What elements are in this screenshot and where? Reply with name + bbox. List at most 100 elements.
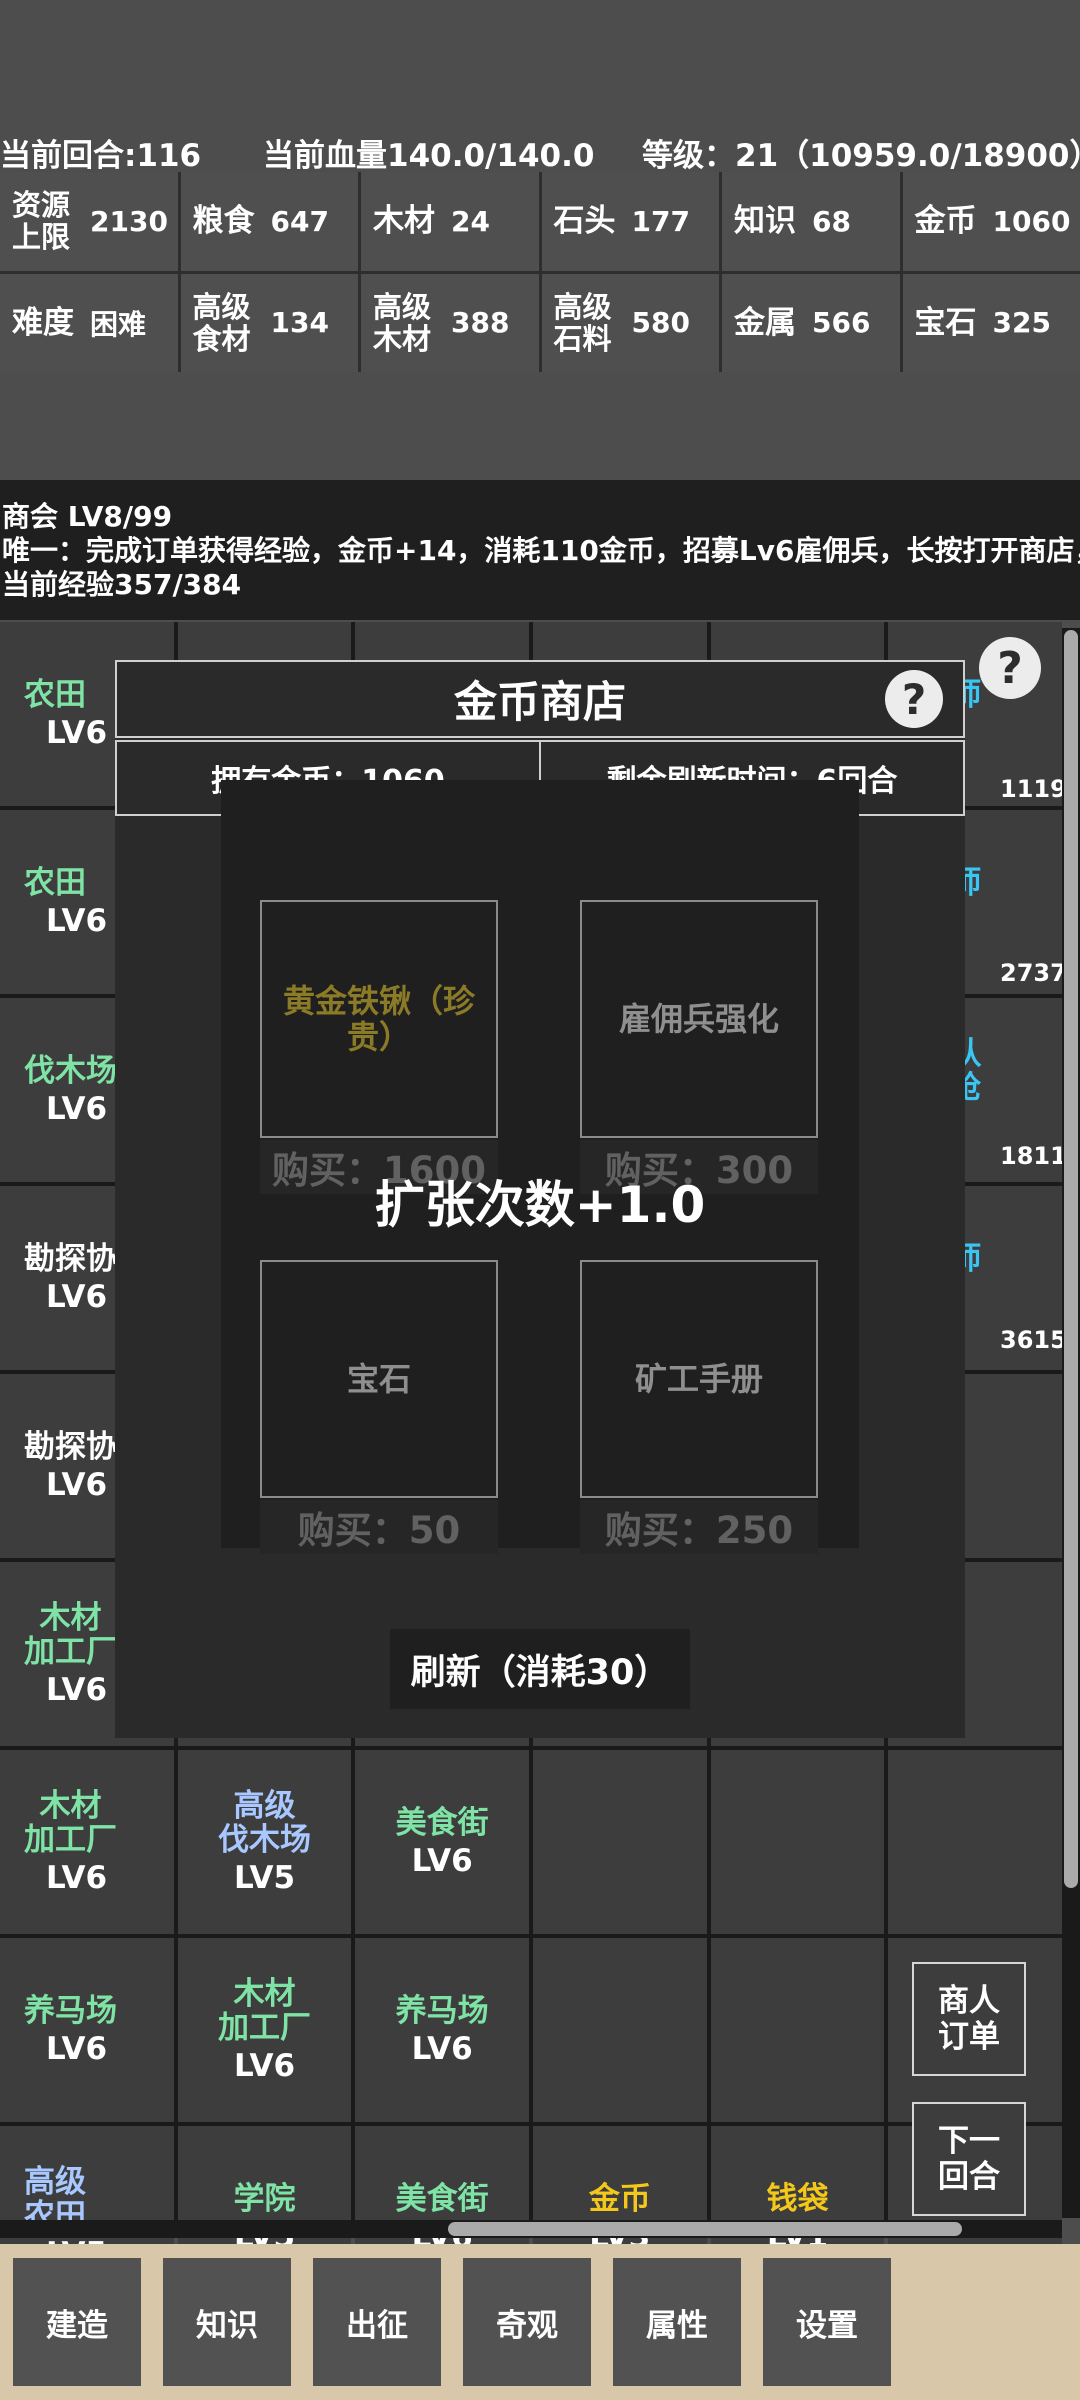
resource-cell: 高级食材 134 — [180, 273, 358, 372]
building-level: LV6 — [46, 1279, 108, 1315]
resource-cell: 高级木材 388 — [361, 273, 539, 372]
resource-value: 388 — [451, 306, 510, 340]
resource-value: 68 — [812, 204, 851, 238]
building-title: 商会 LV8/99 — [2, 500, 173, 533]
building-level: LV6 — [233, 2048, 296, 2084]
building-level: LV6 — [411, 2031, 473, 2067]
nav-build-button[interactable]: 建造 — [13, 2258, 141, 2386]
building-name: 木材 加工厂 — [24, 1600, 117, 1670]
resource-value: 647 — [270, 204, 329, 238]
resource-cell: 金属 566 — [722, 273, 900, 372]
nav-attributes-button[interactable]: 属性 — [613, 2258, 741, 2386]
shop-item-gem[interactable]: 宝石 — [260, 1260, 498, 1498]
building-level: LV6 — [46, 715, 108, 751]
resource-label: 宝石 — [914, 304, 977, 341]
nav-knowledge-button[interactable]: 知识 — [163, 2258, 291, 2386]
building-tile[interactable] — [533, 1750, 707, 1934]
building-tile[interactable] — [710, 1750, 885, 1934]
expansion-toast: 扩张次数+1.0 — [374, 1176, 706, 1234]
building-name: 农田 — [24, 865, 86, 901]
building-exp: 当前经验357/384 — [2, 568, 242, 601]
vertical-scrollbar[interactable] — [1062, 628, 1080, 2218]
building-name: 钱袋 — [766, 2181, 829, 2217]
resource-cell: 高级石料 580 — [541, 273, 719, 372]
building-name: 高级 伐木场 — [217, 1788, 311, 1858]
nav-settings-button[interactable]: 设置 — [763, 2258, 891, 2386]
building-level: LV6 — [46, 1091, 108, 1127]
building-level: LV6 — [411, 1843, 473, 1879]
resource-label: 金属 — [734, 304, 796, 341]
shop-refresh-button[interactable]: 刷新（消耗30） — [390, 1629, 690, 1709]
resource-value: 24 — [451, 204, 490, 238]
shop-item-price[interactable]: 购买：1600 — [260, 1140, 498, 1194]
horizontal-scroll-thumb[interactable] — [448, 2222, 962, 2236]
building-name: 木材 加工厂 — [217, 1976, 311, 2046]
resource-label: 知识 — [734, 203, 796, 240]
resource-cell: 宝石 325 — [902, 273, 1080, 372]
resource-label: 高级木材 — [373, 289, 432, 356]
resource-value: 困难 — [90, 307, 147, 341]
building-level: LV6 — [46, 1672, 108, 1708]
resource-cell: 知识 68 — [722, 172, 900, 271]
building-level: LV6 — [46, 2031, 108, 2067]
building-tile[interactable] — [710, 1938, 885, 2122]
building-name: 美食街 — [395, 2181, 489, 2217]
shop-item-price[interactable]: 购买：50 — [260, 1500, 498, 1554]
next-round-button[interactable]: 下一 回合 — [912, 2102, 1026, 2216]
building-name: 木材 加工厂 — [24, 1788, 117, 1858]
resource-cell: 难度困难 — [0, 273, 178, 372]
vertical-scroll-thumb[interactable] — [1064, 630, 1078, 1888]
nav-expedition-button[interactable]: 出征 — [313, 2258, 441, 2386]
resource-value: 177 — [631, 204, 690, 238]
building-name: 养马场 — [24, 1993, 117, 2029]
resource-value: 1060 — [992, 204, 1071, 238]
board-help-icon[interactable]: ? — [979, 637, 1041, 699]
shop-item-price[interactable]: 购买：250 — [580, 1500, 818, 1554]
building-level: LV6 — [46, 1860, 108, 1896]
resource-label: 粮食 — [192, 203, 255, 240]
building-name: 养马场 — [395, 1993, 489, 2029]
building-name: 伐木场 — [24, 1053, 117, 1089]
building-info-panel: 商会 LV8/99 唯一：完成订单获得经验，金币+14，消耗110金币，招募Lv… — [0, 480, 1080, 620]
shop-item-price[interactable]: 购买：300 — [580, 1140, 818, 1194]
building-level: LV5 — [233, 1860, 296, 1896]
resource-cell: 石头 177 — [541, 172, 719, 271]
resource-label: 高级石料 — [553, 289, 612, 356]
side-number: 3615 — [1000, 1326, 1067, 1354]
round-counter: 当前回合:116 — [0, 138, 202, 174]
resource-value: 580 — [631, 306, 690, 340]
shop-title: 金币商店 — [115, 660, 965, 738]
resource-label: 高级食材 — [192, 289, 251, 356]
resource-cell: 金币 1060 — [902, 172, 1080, 271]
resource-label: 石头 — [553, 203, 616, 240]
shop-help-icon[interactable]: ? — [885, 670, 943, 728]
resource-value: 566 — [812, 306, 871, 340]
resource-value: 325 — [992, 306, 1051, 340]
shop-item-mercenary-upgrade[interactable]: 雇佣兵强化 — [580, 900, 818, 1138]
resource-label: 资源上限 — [12, 188, 71, 255]
resource-cell: 粮食 647 — [180, 172, 358, 271]
horizontal-scrollbar[interactable] — [0, 2220, 1062, 2238]
building-level: LV6 — [46, 903, 108, 939]
building-tile[interactable] — [888, 1750, 1062, 1934]
nav-wonders-button[interactable]: 奇观 — [463, 2258, 591, 2386]
resource-label: 金币 — [914, 203, 977, 240]
status-line: 当前回合:116 当前血量140.0/140.0 等级：21（10959.0/1… — [0, 134, 1080, 178]
shop-item-miner-manual[interactable]: 矿工手册 — [580, 1260, 818, 1498]
building-name: 学院 — [233, 2181, 296, 2217]
merchant-orders-button[interactable]: 商人 订单 — [912, 1962, 1026, 2076]
resource-value: 134 — [270, 306, 329, 340]
building-tile[interactable] — [533, 1938, 707, 2122]
shop-item-golden-shovel[interactable]: 黄金铁锹（珍贵） — [260, 900, 498, 1138]
level-readout: 等级：21（10959.0/18900） — [642, 138, 1080, 174]
building-name: 美食街 — [395, 1805, 489, 1841]
building-level: LV6 — [46, 1467, 108, 1503]
